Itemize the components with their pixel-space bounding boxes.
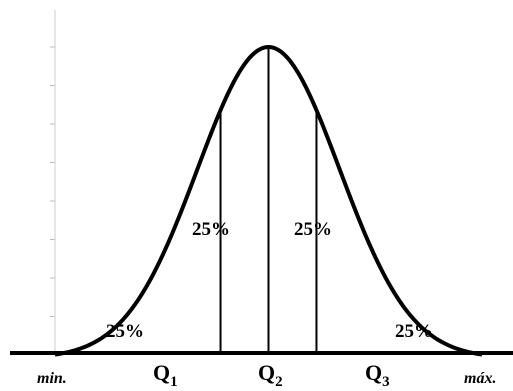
region-4-label: 25%	[395, 321, 433, 342]
region-2-label: 25%	[192, 219, 230, 240]
x-label-max: máx.	[464, 370, 496, 387]
x-label-min: min.	[37, 370, 67, 387]
region-3-label: 25%	[294, 219, 332, 240]
x-label-q2: Q2	[258, 360, 283, 390]
y-axis-ticks	[50, 46, 55, 317]
x-label-q1: Q1	[153, 360, 178, 390]
region-1-label: 25%	[106, 321, 144, 342]
x-label-q3: Q3	[365, 360, 390, 390]
